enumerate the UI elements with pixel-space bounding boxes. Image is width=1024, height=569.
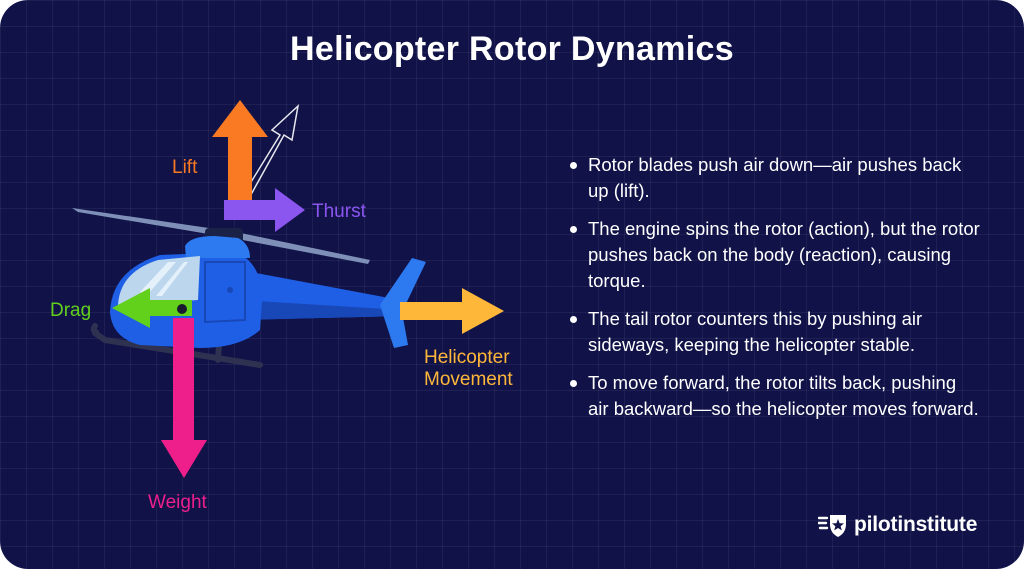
door-outline bbox=[204, 261, 246, 324]
tail-boom-shade bbox=[238, 300, 404, 320]
door-handle bbox=[227, 287, 233, 293]
list-item: To move forward, the rotor tilts back, p… bbox=[570, 370, 980, 422]
drag-label: Drag bbox=[50, 300, 91, 321]
brand-logo: pilotinstitute bbox=[818, 510, 977, 540]
drag-arrow bbox=[112, 288, 192, 328]
lift-label: Lift bbox=[172, 157, 198, 178]
engine-cowling bbox=[185, 236, 250, 258]
movement-arrow bbox=[400, 288, 504, 334]
bullet-text: The engine spins the rotor (action), but… bbox=[588, 218, 980, 291]
list-item: The tail rotor counters this by pushing … bbox=[570, 306, 980, 358]
list-item: Rotor blades push air down—air pushes ba… bbox=[570, 152, 980, 204]
explanation-list: Rotor blades push air down—air pushes ba… bbox=[570, 152, 980, 434]
shield-star-icon bbox=[818, 515, 846, 537]
bullet-dot bbox=[570, 316, 577, 323]
resultant-outline-arrow bbox=[238, 103, 300, 201]
movement-label-line2: Movement bbox=[424, 369, 513, 390]
bullet-text: Rotor blades push air down—air pushes ba… bbox=[588, 154, 962, 201]
bullet-text: The tail rotor counters this by pushing … bbox=[588, 308, 923, 355]
center-of-gravity-dot bbox=[177, 304, 187, 314]
brand-name: pilotinstitute bbox=[854, 513, 978, 536]
page-title: Helicopter Rotor Dynamics bbox=[290, 30, 734, 68]
cockpit-glare bbox=[140, 262, 188, 296]
bullet-dot bbox=[570, 226, 577, 233]
bullet-text: To move forward, the rotor tilts back, p… bbox=[588, 372, 979, 419]
bullet-dot bbox=[570, 380, 577, 387]
weight-arrow bbox=[161, 318, 207, 478]
bullet-dot bbox=[570, 162, 577, 169]
thrust-arrow bbox=[224, 188, 305, 232]
thrust-label: Thurst bbox=[312, 201, 367, 222]
weight-label: Weight bbox=[148, 492, 208, 513]
list-item: The engine spins the rotor (action), but… bbox=[570, 216, 980, 294]
movement-label-line1: Helicopter bbox=[424, 347, 510, 368]
lift-arrow bbox=[212, 100, 268, 200]
